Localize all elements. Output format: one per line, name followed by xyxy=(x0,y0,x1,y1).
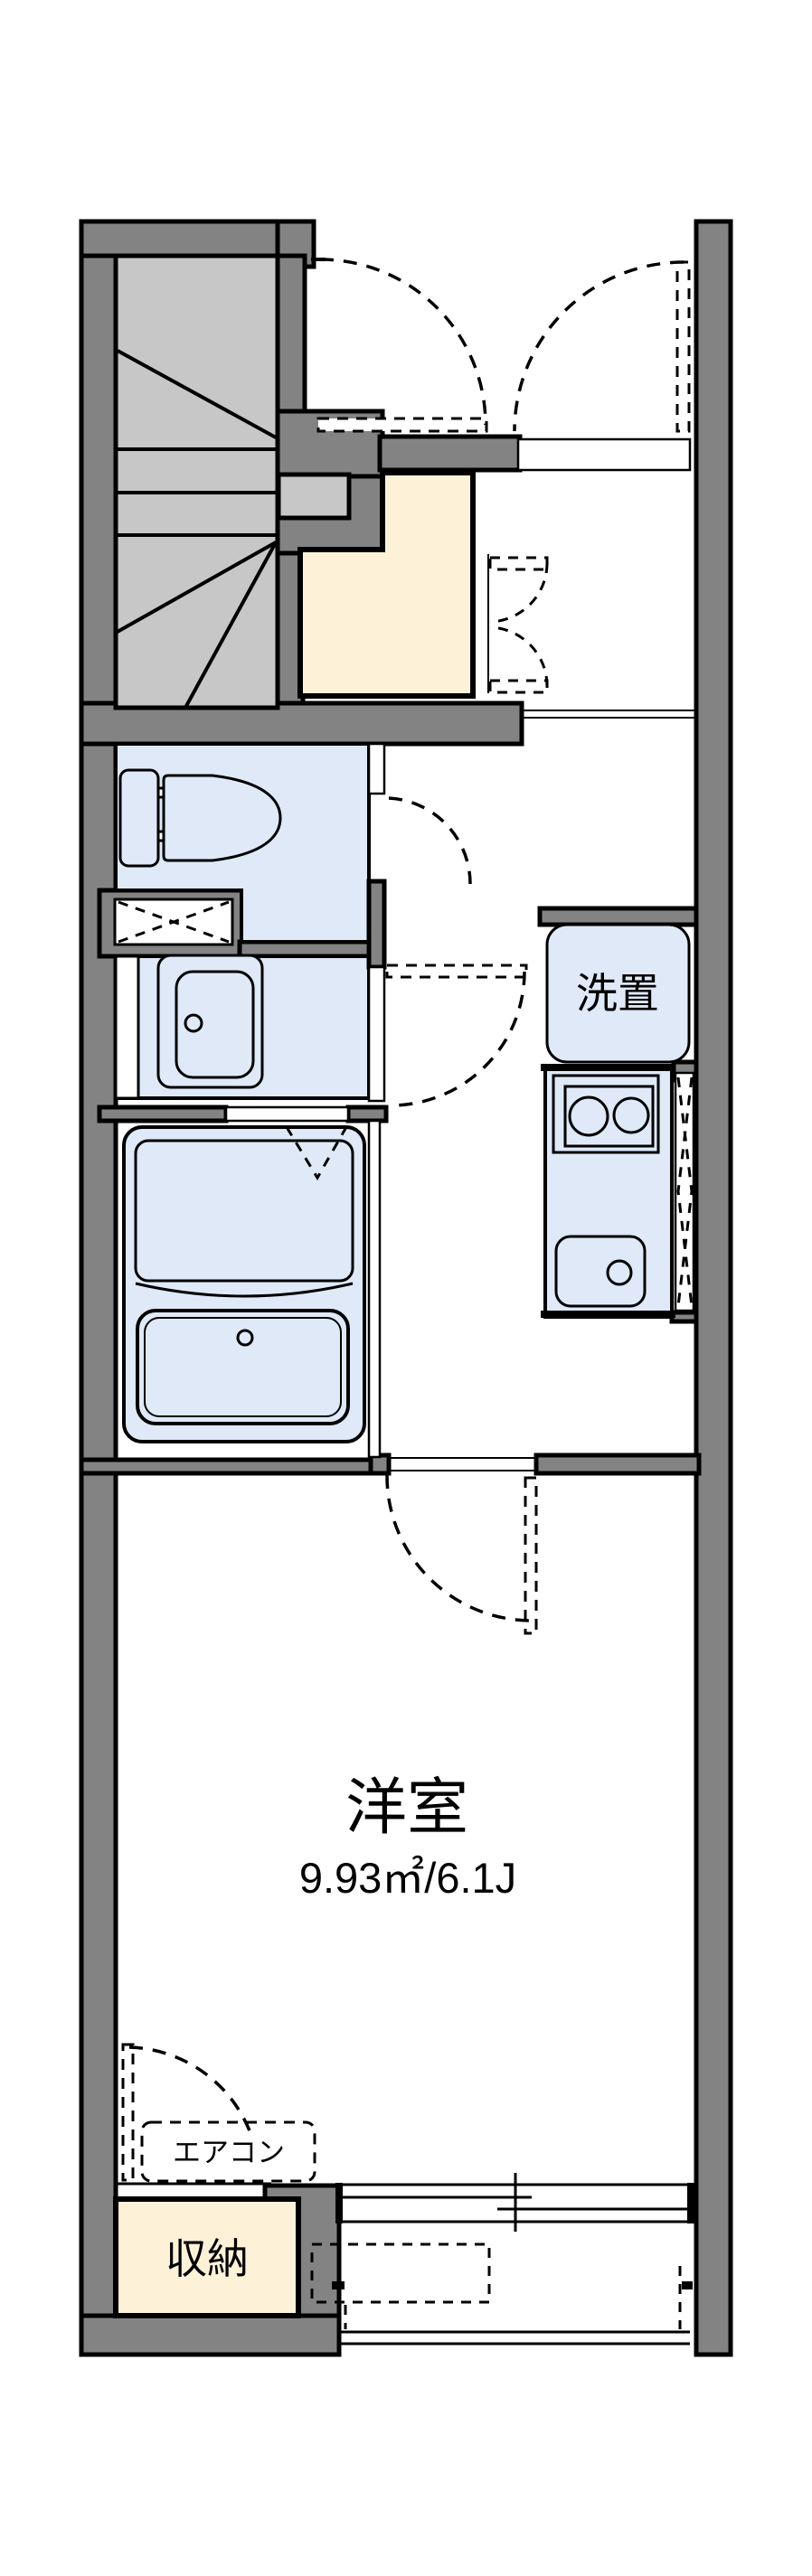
wall-toilet-bottom-right xyxy=(237,939,373,959)
front-doors xyxy=(311,258,692,472)
washroom xyxy=(114,954,371,1100)
front-door-left-swing xyxy=(319,258,487,426)
crossed-box xyxy=(113,898,234,946)
main-room-door-swing xyxy=(385,1474,533,1622)
stove-outer xyxy=(552,1074,660,1154)
bathtub-drain xyxy=(236,1329,254,1347)
entrance-floor xyxy=(297,470,476,699)
counter-cap-bottom xyxy=(541,1311,675,1318)
counter-cap-top xyxy=(541,1064,675,1071)
storage-door-swing xyxy=(128,2045,252,2134)
toilet-door-swing xyxy=(388,796,472,885)
stove-inner xyxy=(563,1085,655,1148)
bathtub-inner xyxy=(144,1317,342,1417)
laundry-box xyxy=(545,923,691,1064)
washroom-door-leaf xyxy=(385,964,528,979)
kitchen xyxy=(541,1064,695,1319)
bath-folding-door xyxy=(285,1126,348,1180)
storage-box xyxy=(113,2196,301,2318)
kitchen-window-sash2 xyxy=(676,1076,694,1307)
window-cap-right xyxy=(687,2183,694,2223)
staircase-top-step xyxy=(276,472,352,521)
wall-room-top-right xyxy=(533,1453,702,1476)
wall-laundry-top xyxy=(537,906,699,927)
storage-door-leaf xyxy=(121,2043,135,2182)
staircase-steps xyxy=(115,349,278,709)
aircon-box xyxy=(140,2120,316,2183)
wall-bath-top-right xyxy=(345,1105,389,1123)
main-room: 洋室 9.93㎡/6.1J xyxy=(299,1773,516,1902)
kitchen-window-sash1 xyxy=(676,1076,694,1307)
main-room-door-leaf xyxy=(524,1476,538,1635)
storage-label: 収納 xyxy=(165,2235,249,2282)
wall-bottom-band xyxy=(79,2313,342,2357)
entry-threshold xyxy=(516,437,692,472)
front-door-left-leaf xyxy=(316,417,488,433)
entrance-closet-door-bottom xyxy=(488,679,549,694)
stove-burner-left xyxy=(568,1095,609,1137)
crossed-box-diag2 xyxy=(118,900,230,944)
vanity-drain xyxy=(184,1013,203,1033)
staircase-area xyxy=(113,253,280,710)
kitchen-sink xyxy=(554,1235,647,1308)
front-door-right-swing xyxy=(513,260,685,432)
main-room-door xyxy=(385,1457,538,1635)
wall-room-top-left xyxy=(79,1457,376,1476)
entrance xyxy=(297,470,549,699)
partition-post xyxy=(366,879,387,970)
wall-kitchen-stub-bottom xyxy=(669,1310,699,1324)
laundry-space: 洗置 xyxy=(545,923,691,1064)
wall-entry-band-right xyxy=(377,434,523,473)
front-door-right-leaf xyxy=(675,260,691,433)
aircon-label: エアコン xyxy=(173,2137,285,2168)
balcony-bracket-left xyxy=(332,2281,345,2289)
bath-wet-area xyxy=(134,1139,354,1283)
toilet-tank xyxy=(118,768,160,868)
bath-doorway xyxy=(224,1105,350,1123)
partition-upper xyxy=(367,742,386,795)
stove-burner-right xyxy=(612,1096,650,1134)
window-cap-left xyxy=(335,2183,343,2223)
room-label: 洋室 xyxy=(345,1773,468,1842)
wall-right xyxy=(694,219,733,2357)
wall-left xyxy=(79,219,118,2357)
partition-lower xyxy=(367,965,386,1103)
bathroom-right-wall xyxy=(367,1119,382,1459)
entrance-closet-door-top xyxy=(488,556,549,571)
entrance-closet-swing-top xyxy=(489,562,549,624)
storage-corner: エアコン 収納 xyxy=(113,2043,316,2318)
toilet-bowl xyxy=(162,774,282,862)
hall-partition xyxy=(366,742,528,1459)
staircase xyxy=(113,253,352,710)
balcony-bracket-right xyxy=(682,2281,693,2289)
toilet-room xyxy=(114,742,371,944)
entrance-closet-swing-bottom xyxy=(489,625,549,687)
laundry-label: 洗置 xyxy=(576,970,659,1017)
washroom-door-swing xyxy=(390,971,526,1107)
wall-bath-top-left xyxy=(97,1105,229,1123)
vanity-basin xyxy=(175,970,255,1079)
bathtub xyxy=(136,1309,350,1425)
bathroom xyxy=(122,1105,366,1443)
balcony-window xyxy=(310,2173,694,2346)
kitchen-sink-drain xyxy=(606,1259,633,1286)
room-size-label: 9.93㎡/6.1J xyxy=(299,1854,516,1902)
washroom-side-cabinet xyxy=(114,954,140,1100)
balcony-eaves xyxy=(310,2242,491,2304)
kitchen-window xyxy=(674,1071,695,1312)
hall-threshold xyxy=(522,710,696,719)
bath-curb-curve xyxy=(135,1282,354,1298)
